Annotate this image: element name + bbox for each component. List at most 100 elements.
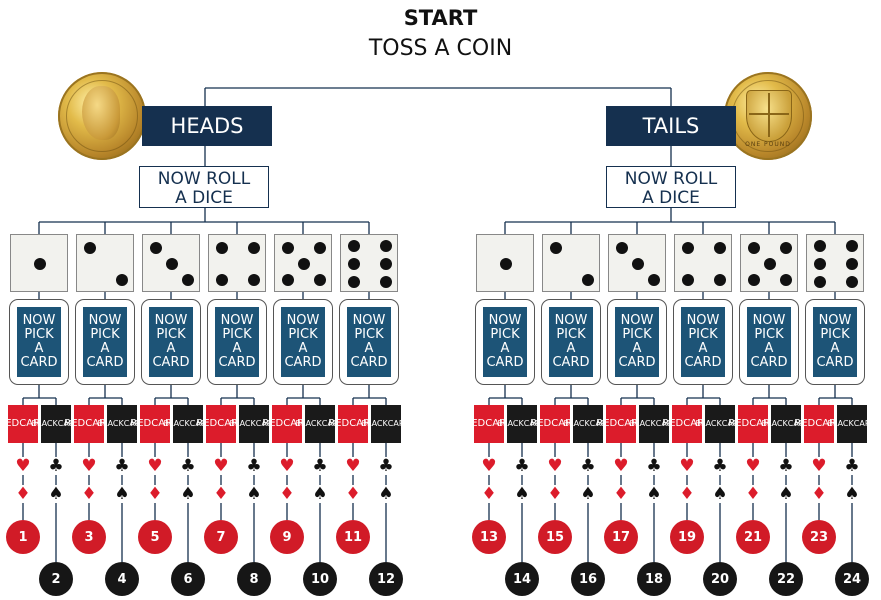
black-card-text: CARD	[853, 419, 877, 428]
die-pip	[282, 242, 294, 254]
red-card-text: CARD	[283, 418, 312, 429]
black-card-text: BLACK	[563, 419, 590, 428]
club-icon: ♣	[371, 457, 401, 475]
heart-icon: ♥	[738, 457, 768, 475]
die-pip	[814, 276, 826, 288]
die-face-6	[806, 234, 864, 292]
black-card-text: BLACK	[761, 419, 788, 428]
card-text-line: PICK	[24, 327, 54, 342]
die-pip	[348, 240, 360, 252]
card-text-line: A	[698, 341, 708, 356]
die-pip	[748, 274, 760, 286]
tails-label: TAILS	[606, 106, 736, 146]
card-text-line: PICK	[156, 327, 186, 342]
red-card-text: CARD	[749, 418, 778, 429]
card-text-line: A	[166, 341, 176, 356]
card-text-line: A	[566, 341, 576, 356]
outcome-number-red: 21	[736, 520, 770, 554]
outcome-number-red: 7	[204, 520, 238, 554]
queen-portrait-icon	[82, 86, 120, 140]
black-card-text: CARD	[57, 419, 81, 428]
club-icon: ♣	[639, 457, 669, 475]
die-face-5	[274, 234, 332, 292]
card-text-line: PICK	[90, 327, 120, 342]
card-text-line: NOW	[818, 313, 852, 328]
red-card-text: CARD	[217, 418, 246, 429]
card-text-line: NOW	[686, 313, 720, 328]
die-pip	[282, 274, 294, 286]
outcome-number-black: 18	[637, 562, 671, 596]
die-pip	[380, 240, 392, 252]
red-card-text: CARD	[617, 418, 646, 429]
outcome-number-black: 24	[835, 562, 869, 596]
spade-icon: ♠	[371, 485, 401, 503]
card-text-line: NOW	[220, 313, 254, 328]
heart-icon: ♥	[206, 457, 236, 475]
outcome-number-black: 22	[769, 562, 803, 596]
card-text-line: NOW	[154, 313, 188, 328]
roll-line-2: A DICE	[642, 188, 700, 208]
card-text-line: A	[100, 341, 110, 356]
card-text-line: A	[830, 341, 840, 356]
black-card-text: BLACK	[295, 419, 322, 428]
heart-icon: ♥	[140, 457, 170, 475]
diamond-icon: ♦	[804, 485, 834, 503]
outcome-number-red: 11	[336, 520, 370, 554]
diamond-icon: ♦	[74, 485, 104, 503]
card-text-line: NOW	[88, 313, 122, 328]
club-icon: ♣	[837, 457, 867, 475]
black-card-text: BLACK	[629, 419, 656, 428]
club-icon: ♣	[305, 457, 335, 475]
red-card-text: CARD	[485, 418, 514, 429]
spade-icon: ♠	[107, 485, 137, 503]
card-text-line: A	[500, 341, 510, 356]
card-text-line: CARD	[552, 355, 590, 370]
red-card-text: CARD	[683, 418, 712, 429]
card-text-line: PICK	[688, 327, 718, 342]
diamond-icon: ♦	[474, 485, 504, 503]
outcome-number-black: 6	[171, 562, 205, 596]
card-text-line: CARD	[618, 355, 656, 370]
black-card-text: CARD	[255, 419, 279, 428]
outcome-number-black: 12	[369, 562, 403, 596]
card-text-line: NOW	[286, 313, 320, 328]
die-pip	[846, 276, 858, 288]
card-text-line: CARD	[152, 355, 190, 370]
heart-icon: ♥	[606, 457, 636, 475]
outcome-number-black: 20	[703, 562, 737, 596]
black-card-text: BLACK	[497, 419, 524, 428]
die-pip	[248, 242, 260, 254]
black-card-text: BLACK	[229, 419, 256, 428]
card-text-line: A	[34, 341, 44, 356]
card-text-line: NOW	[620, 313, 654, 328]
die-pip	[216, 242, 228, 254]
red-card-text: RED	[530, 418, 552, 429]
card-text-line: A	[298, 341, 308, 356]
black-card-text: CARD	[589, 419, 613, 428]
die-pip	[846, 258, 858, 270]
black-card-text: BLACK	[97, 419, 124, 428]
